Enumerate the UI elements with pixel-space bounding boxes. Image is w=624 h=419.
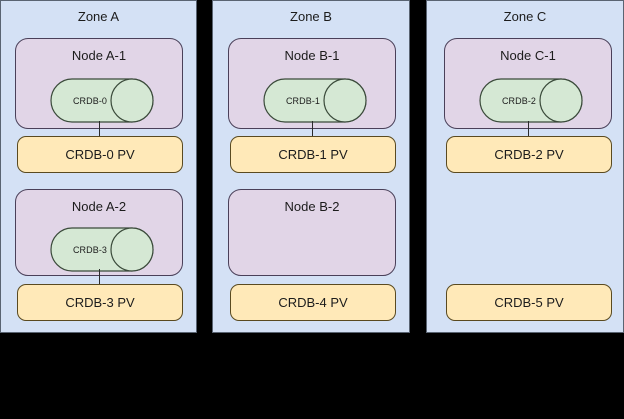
pv-crdb-4[interactable]: CRDB-4 PV bbox=[230, 284, 396, 321]
pv-crdb-5[interactable]: CRDB-5 PV bbox=[446, 284, 612, 321]
database-cylinder-crdb-3-label: CRDB-3 bbox=[72, 244, 108, 255]
node-a-1[interactable]: Node A-1 CRDB-0 bbox=[15, 38, 183, 129]
database-cylinder-crdb-0-label: CRDB-0 bbox=[72, 95, 108, 106]
connector-node-b-1-to-crdb-1-pv bbox=[312, 121, 313, 137]
database-cylinder-crdb-2-label: CRDB-2 bbox=[501, 95, 537, 106]
pv-crdb-0[interactable]: CRDB-0 PV bbox=[17, 136, 183, 173]
pv-crdb-2[interactable]: CRDB-2 PV bbox=[446, 136, 612, 173]
zone-b-title: Zone B bbox=[290, 9, 332, 24]
connector-node-a-1-to-crdb-0-pv bbox=[99, 121, 100, 137]
zone-a[interactable]: Zone A Node A-1 CRDB-0 CRDB-0 PV Node A-… bbox=[0, 0, 197, 333]
node-a-1-title: Node A-1 bbox=[71, 48, 127, 63]
node-c-1-title: Node C-1 bbox=[500, 48, 556, 63]
node-a-2-title: Node A-2 bbox=[71, 199, 127, 214]
connector-node-a-2-to-crdb-3-pv bbox=[99, 269, 100, 284]
database-cylinder-crdb-2[interactable]: CRDB-2 bbox=[479, 78, 583, 123]
zone-a-title: Zone A bbox=[77, 9, 120, 24]
database-cylinder-crdb-1[interactable]: CRDB-1 bbox=[263, 78, 367, 123]
pv-crdb-3[interactable]: CRDB-3 PV bbox=[17, 284, 183, 321]
zone-b[interactable]: Zone B Node B-1 CRDB-1 CRDB-1 PV Node B-… bbox=[212, 0, 410, 333]
zone-c[interactable]: Zone C Node C-1 CRDB-2 CRDB-2 PV CRDB-5 … bbox=[426, 0, 624, 333]
node-b-1-title: Node B-1 bbox=[284, 48, 340, 63]
node-c-1[interactable]: Node C-1 CRDB-2 bbox=[444, 38, 612, 129]
connector-node-c-1-to-crdb-2-pv bbox=[528, 121, 529, 137]
node-b-1[interactable]: Node B-1 CRDB-1 bbox=[228, 38, 396, 129]
database-cylinder-crdb-1-label: CRDB-1 bbox=[285, 95, 321, 106]
node-b-2[interactable]: Node B-2 bbox=[228, 189, 396, 276]
pv-crdb-1[interactable]: CRDB-1 PV bbox=[230, 136, 396, 173]
node-b-2-title: Node B-2 bbox=[284, 199, 340, 214]
database-cylinder-crdb-0[interactable]: CRDB-0 bbox=[50, 78, 154, 123]
zone-c-title: Zone C bbox=[503, 9, 547, 24]
database-cylinder-crdb-3[interactable]: CRDB-3 bbox=[50, 227, 154, 272]
node-a-2[interactable]: Node A-2 CRDB-3 bbox=[15, 189, 183, 276]
